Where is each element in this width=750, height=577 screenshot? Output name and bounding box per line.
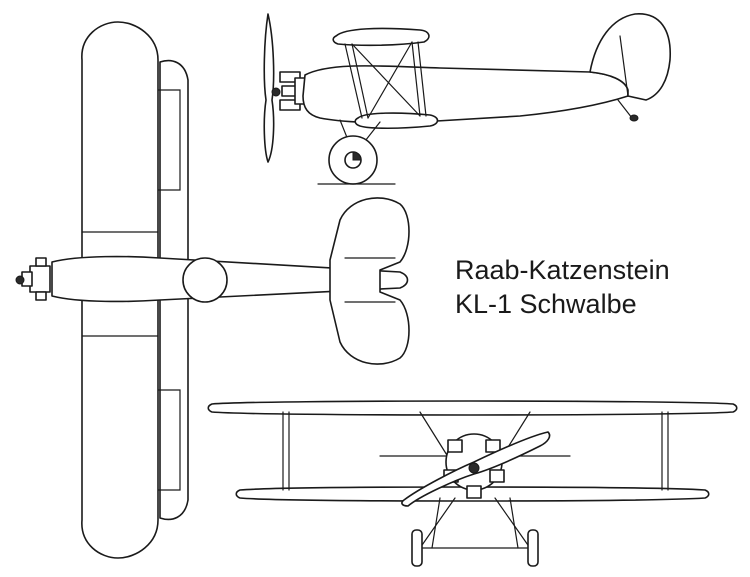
side-struts <box>344 41 427 119</box>
top-engine <box>15 257 51 301</box>
side-lower-wing <box>354 112 439 130</box>
aircraft-name-caption: Raab-Katzenstein KL-1 Schwalbe <box>455 253 670 321</box>
top-cockpit <box>182 257 228 303</box>
top-fuselage <box>51 255 409 303</box>
side-tail-fin <box>589 13 671 101</box>
front-right-wheel <box>527 529 539 567</box>
side-fuselage <box>302 65 629 124</box>
caption-line-manufacturer: Raab-Katzenstein <box>455 255 670 285</box>
front-upper-wing <box>207 400 738 416</box>
side-view <box>263 13 671 185</box>
top-tailplane <box>329 197 410 365</box>
front-left-wheel <box>411 529 423 567</box>
side-upper-wing <box>332 27 430 47</box>
caption-line-model: KL-1 Schwalbe <box>455 289 637 319</box>
front-view <box>207 400 738 567</box>
top-view <box>15 21 410 559</box>
side-propeller <box>263 13 275 163</box>
front-landing-gear <box>411 497 539 567</box>
